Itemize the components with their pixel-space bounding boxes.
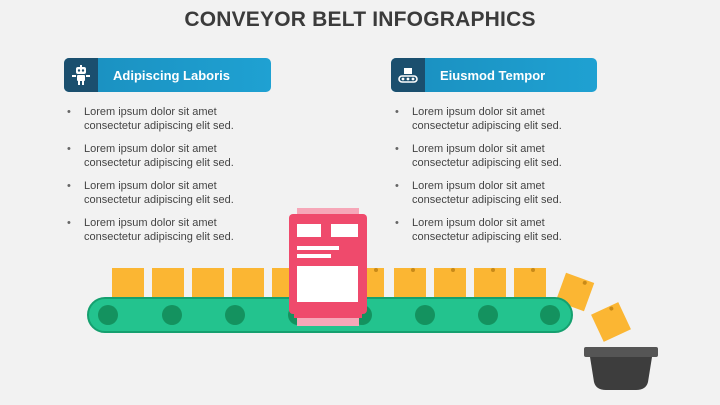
robot-icon xyxy=(64,58,98,92)
boxes-on-belt xyxy=(112,268,546,300)
panel-header-right: Eiusmod Tempor xyxy=(391,58,597,92)
panel-heading-right: Eiusmod Tempor xyxy=(440,67,546,83)
panel-heading-left: Adipiscing Laboris xyxy=(113,67,231,83)
collection-bin xyxy=(584,347,658,390)
panel-header-left: Adipiscing Laboris xyxy=(64,58,271,92)
conveyor-icon xyxy=(391,58,425,92)
page-title: CONVEYOR BELT INFOGRAPHICS xyxy=(184,8,536,31)
packaging-machine xyxy=(289,208,367,326)
